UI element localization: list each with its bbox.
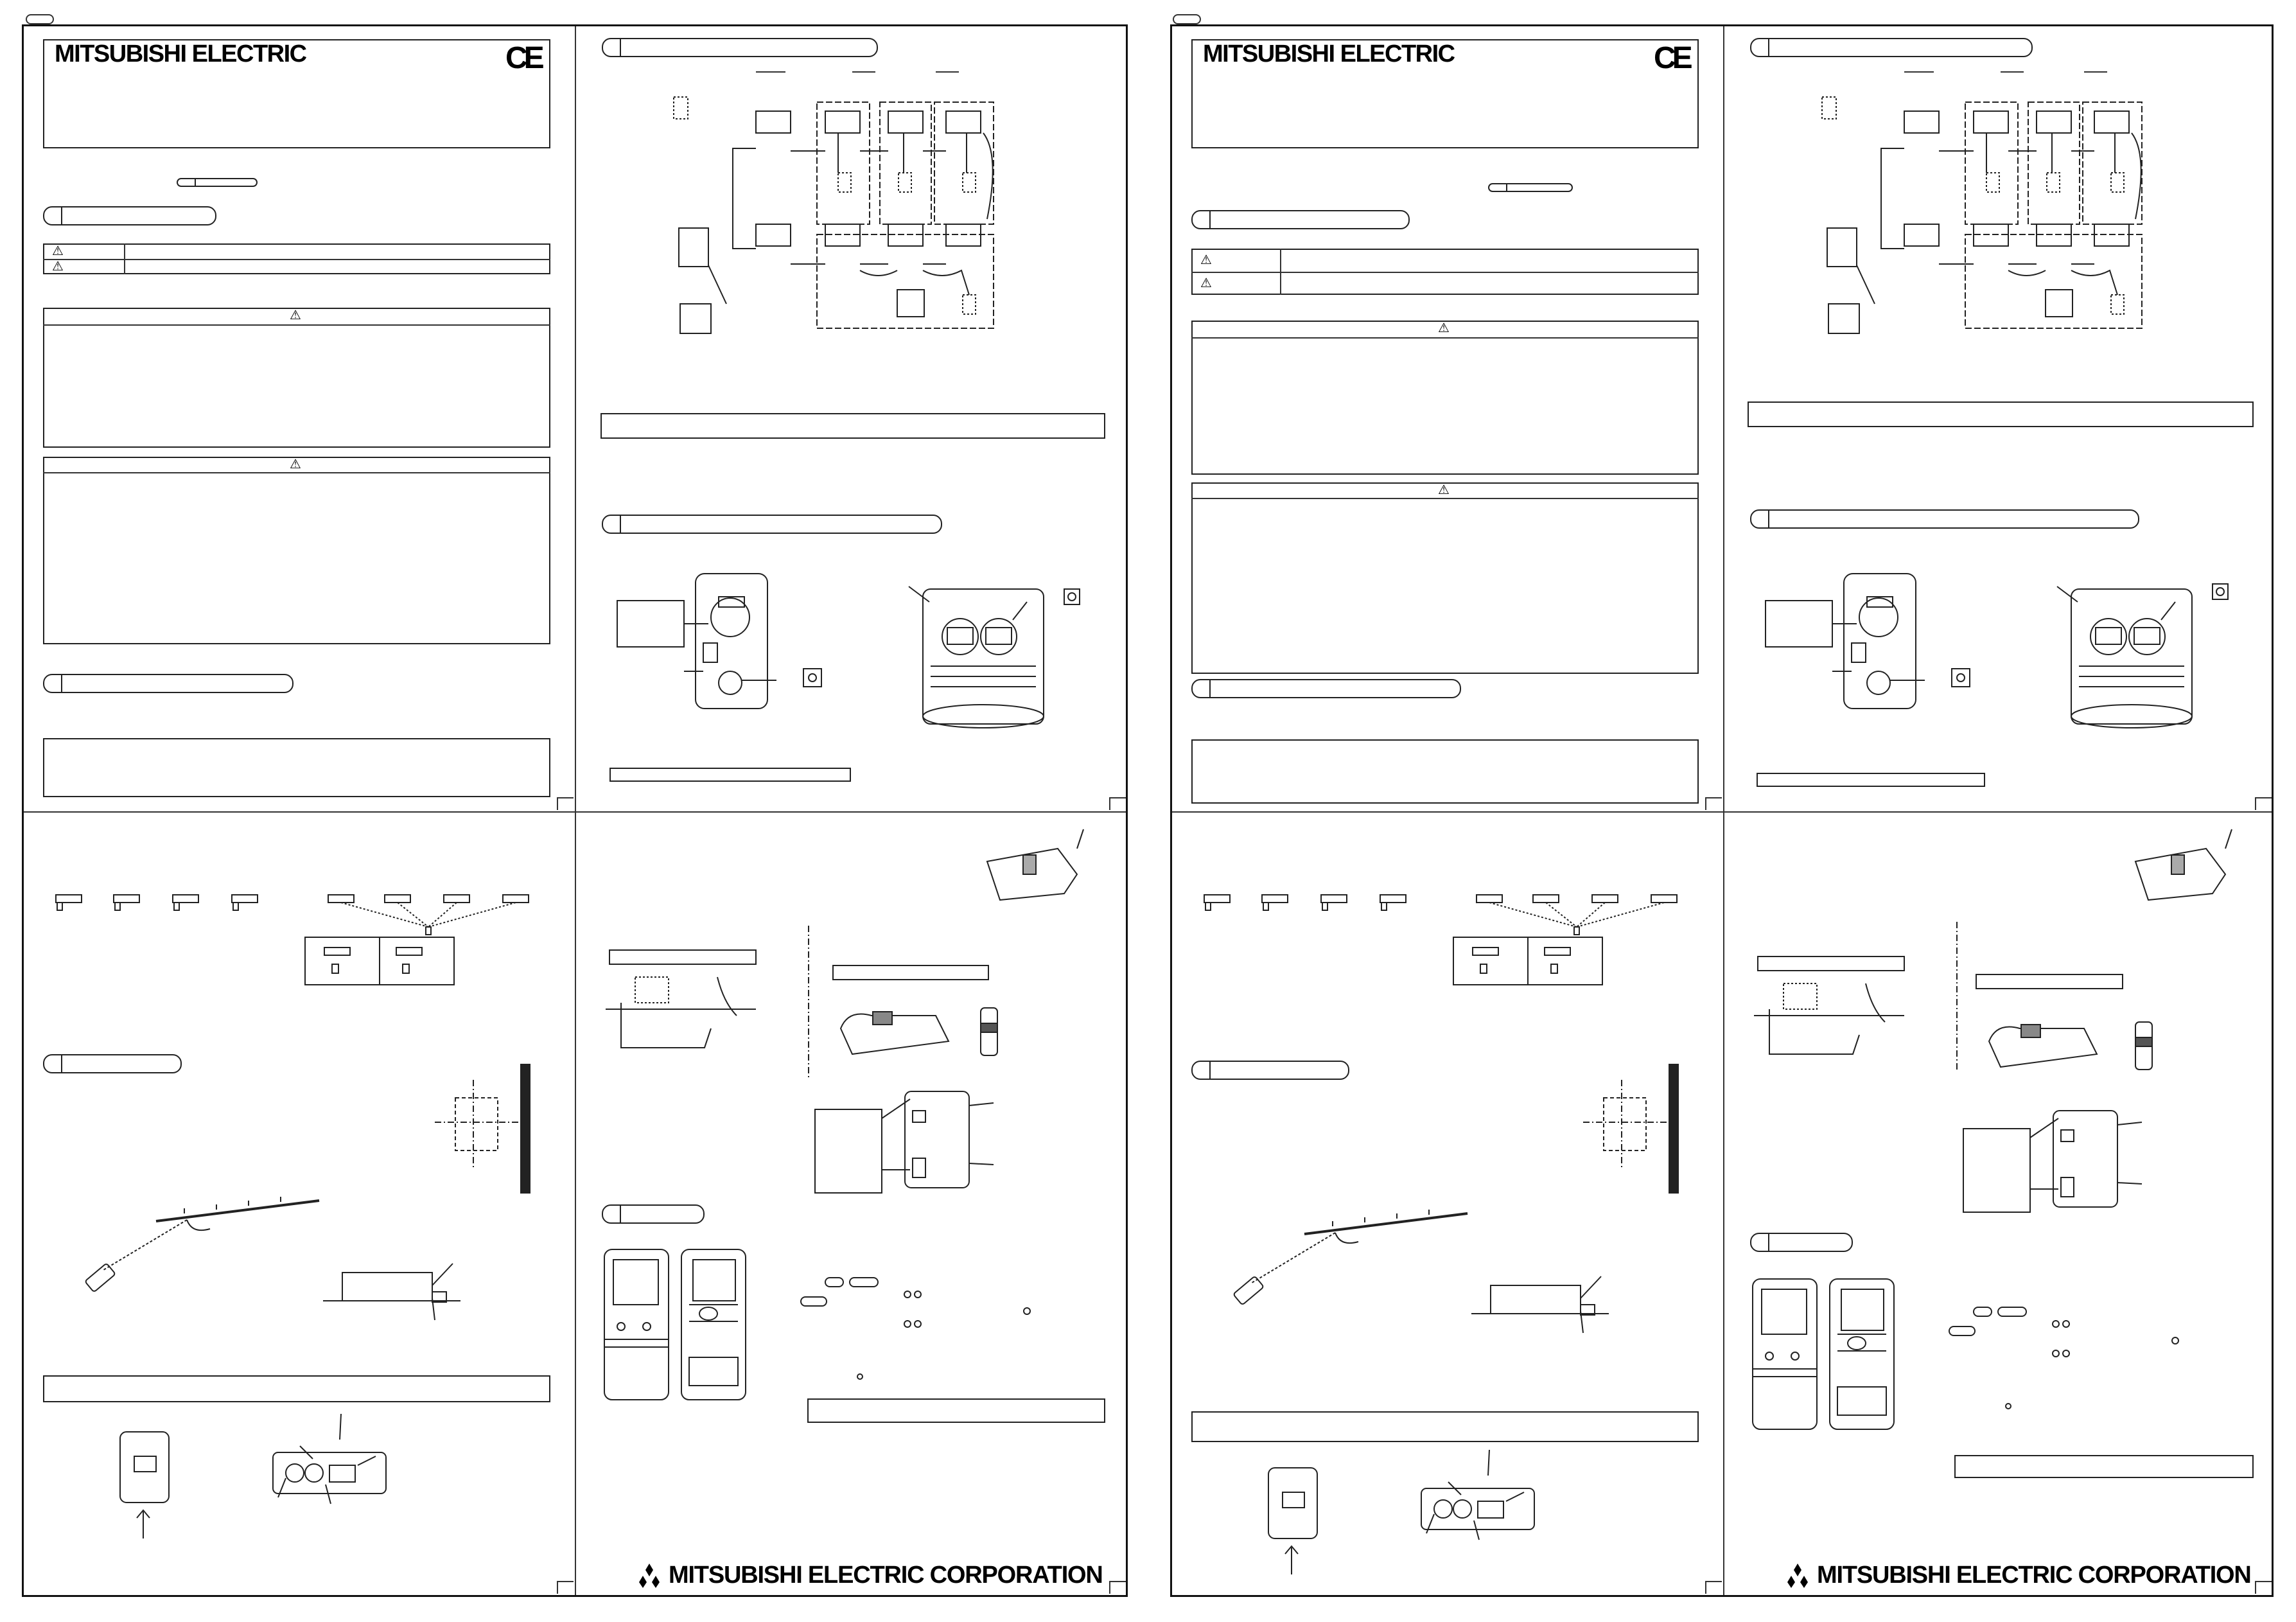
caution-box (1191, 482, 1699, 674)
header-box (1191, 39, 1699, 148)
section-heading-system (1750, 38, 2033, 57)
section-heading-safety (43, 206, 216, 225)
system-wiring-diagram (673, 96, 994, 334)
location-note-box (1191, 1411, 1699, 1442)
remote-controller-diagram (1752, 1278, 2179, 1430)
warning-icon: ⚠ (290, 308, 301, 322)
fold-tab (26, 14, 54, 24)
location-note-box (43, 1375, 550, 1402)
center-tab (177, 178, 258, 187)
page-number-box (1109, 1581, 1126, 1594)
three-diamond-icon (1787, 1563, 1808, 1588)
mounting-diagram (1754, 829, 2232, 1213)
fold-line-horizontal (24, 811, 1126, 813)
corporation-name: MITSUBISHI ELECTRIC CORPORATION (1817, 1562, 2252, 1589)
section-heading-system (602, 38, 878, 57)
battery-install-diagram (1268, 1449, 1535, 1574)
fold-line-horizontal (1172, 811, 2272, 813)
brand-title: MITSUBISHI ELECTRIC (1203, 40, 1455, 67)
operation-note-box (1954, 1455, 2254, 1478)
section-heading-location (43, 1054, 182, 1073)
section-heading-setting (602, 515, 942, 534)
page-number-box (557, 797, 574, 810)
section-heading-parts (43, 674, 294, 693)
page-number-box (2255, 797, 2272, 810)
parts-box (43, 738, 550, 797)
remote-controller-diagram (604, 1249, 1031, 1400)
section-heading-operation (602, 1204, 705, 1224)
operation-note-box (807, 1398, 1105, 1423)
page-number-box (1109, 797, 1126, 810)
section-heading-parts (1191, 679, 1461, 698)
page-number-box (1705, 1581, 1722, 1594)
warning-icon: ⚠ (52, 244, 64, 258)
corporation-name: MITSUBISHI ELECTRIC CORPORATION (669, 1562, 1103, 1589)
manual-sheet-right: MITSUBISHI ELECTRIC CE ⚠ ⚠ ⚠ ⚠ (1170, 24, 2274, 1597)
warning-icon: ⚠ (1200, 253, 1212, 267)
caution-icon: ⚠ (1200, 276, 1212, 290)
manual-sheet-left: MITSUBISHI ELECTRIC CE ⚠ ⚠ ⚠ ⚠ (22, 24, 1128, 1597)
header-box (43, 39, 550, 148)
caution-box (43, 457, 550, 644)
caution-icon: ⚠ (290, 457, 301, 472)
system-note-box (1748, 401, 2254, 427)
section-heading-location (1191, 1061, 1349, 1080)
installation-layout-diagram (55, 894, 530, 1321)
remote-back-diagram (617, 573, 1080, 728)
parts-box (1191, 739, 1699, 804)
page-number-box (1705, 797, 1722, 810)
warning-box (1191, 321, 1699, 475)
fold-line-vertical (1723, 26, 1724, 1595)
three-diamond-icon (639, 1563, 660, 1588)
corporation-logo: MITSUBISHI ELECTRIC CORPORATION (635, 1562, 1103, 1589)
system-note-box (600, 413, 1105, 439)
fold-line-vertical (575, 26, 576, 1595)
ce-mark: CE (505, 41, 545, 75)
center-tab (1488, 183, 1573, 192)
page-number-box (2255, 1581, 2272, 1594)
section-heading-safety (1191, 210, 1410, 229)
remote-back-diagram (1765, 573, 2229, 728)
warning-icon: ⚠ (1438, 321, 1450, 335)
brand-title: MITSUBISHI ELECTRIC (55, 40, 307, 67)
page-number-box (557, 1581, 574, 1594)
ce-mark: CE (1654, 41, 1693, 75)
section-heading-setting (1750, 509, 2139, 529)
warning-box (43, 308, 550, 448)
battery-install-diagram (119, 1413, 387, 1538)
mounting-diagram (606, 829, 1084, 1194)
setting-note-box (1757, 773, 1985, 787)
section-heading-operation (1750, 1233, 1853, 1252)
setting-note-box (609, 768, 851, 782)
caution-icon: ⚠ (1438, 483, 1450, 497)
installation-layout-diagram (1204, 894, 1679, 1334)
fold-tab (1173, 14, 1201, 24)
system-wiring-diagram (1821, 96, 2143, 334)
caution-icon: ⚠ (52, 260, 64, 274)
corporation-logo: MITSUBISHI ELECTRIC CORPORATION (1783, 1562, 2252, 1589)
